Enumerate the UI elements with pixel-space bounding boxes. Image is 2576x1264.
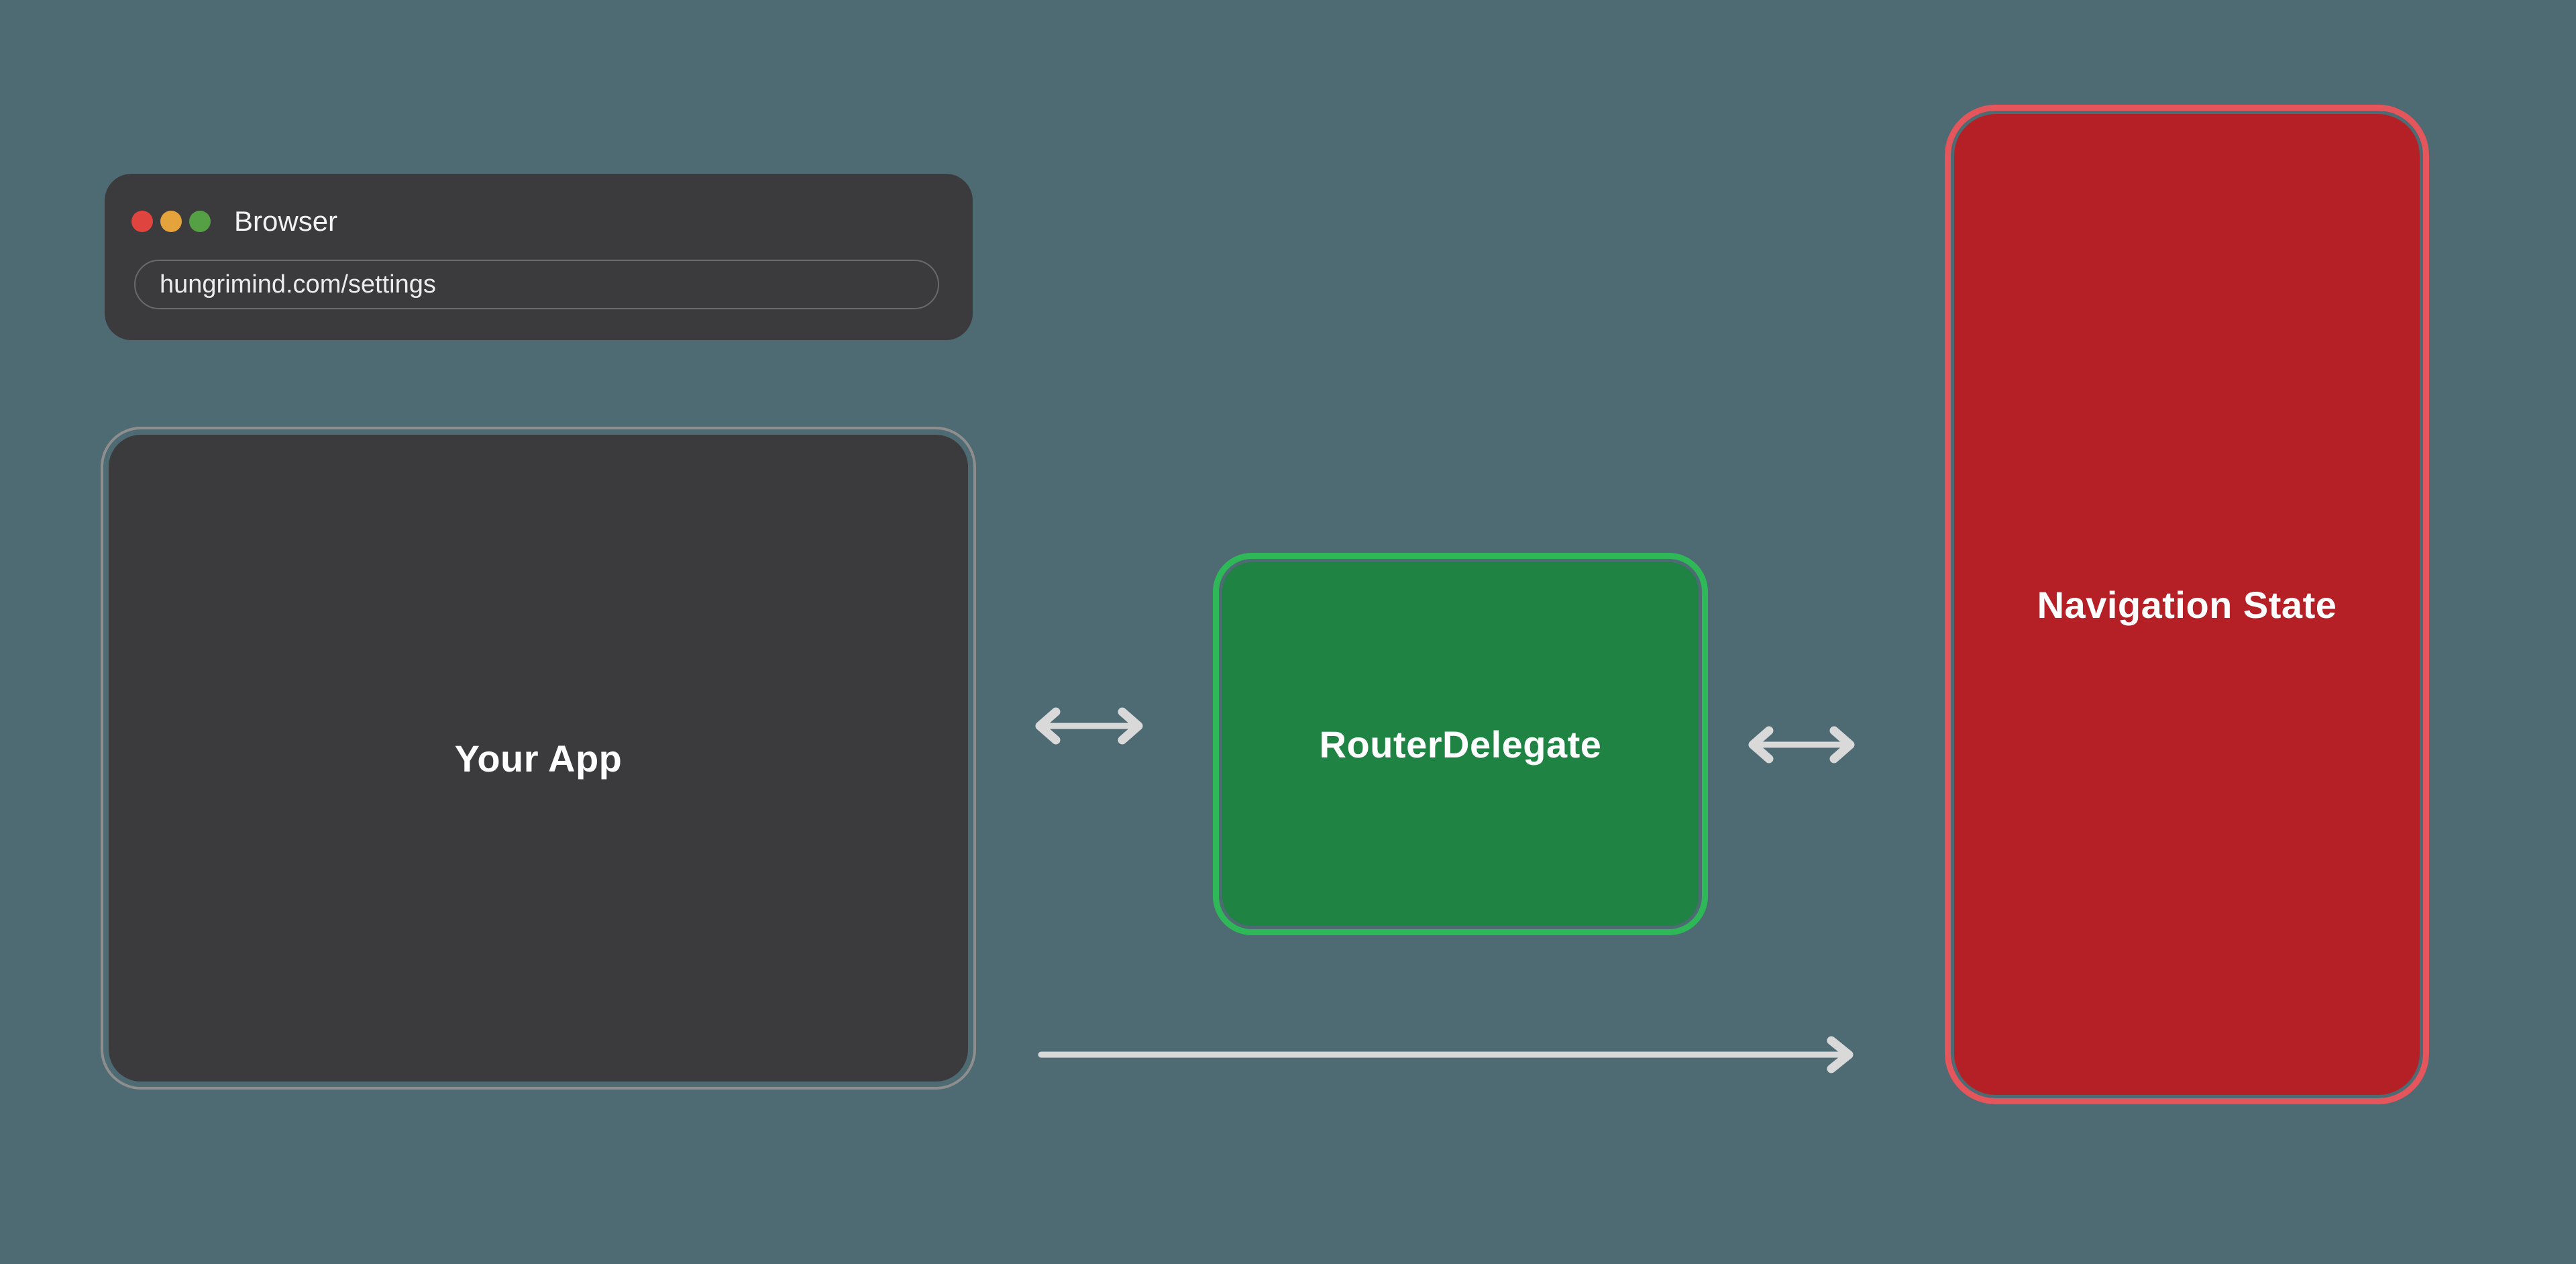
minimize-icon[interactable] (160, 211, 182, 232)
right-arrow-icon (1038, 1036, 1854, 1073)
bidirectional-arrow-icon (1748, 726, 1855, 763)
browser-titlebar: Browser (131, 205, 338, 237)
close-icon[interactable] (131, 211, 153, 232)
navigation-state-label: Navigation State (2037, 583, 2337, 626)
router-delegate-label: RouterDelegate (1319, 723, 1602, 766)
browser-title: Browser (234, 205, 338, 237)
node-router-delegate: RouterDelegate (1213, 553, 1708, 935)
node-your-app: Your App (101, 427, 976, 1090)
bidirectional-arrow-icon (1035, 707, 1143, 745)
url-text: hungrimind.com/settings (160, 270, 436, 299)
browser-window: Browser hungrimind.com/settings (105, 174, 973, 340)
node-navigation-state: Navigation State (1945, 105, 2429, 1104)
url-bar[interactable]: hungrimind.com/settings (134, 260, 939, 309)
zoom-icon[interactable] (189, 211, 211, 232)
your-app-label: Your App (454, 737, 623, 780)
